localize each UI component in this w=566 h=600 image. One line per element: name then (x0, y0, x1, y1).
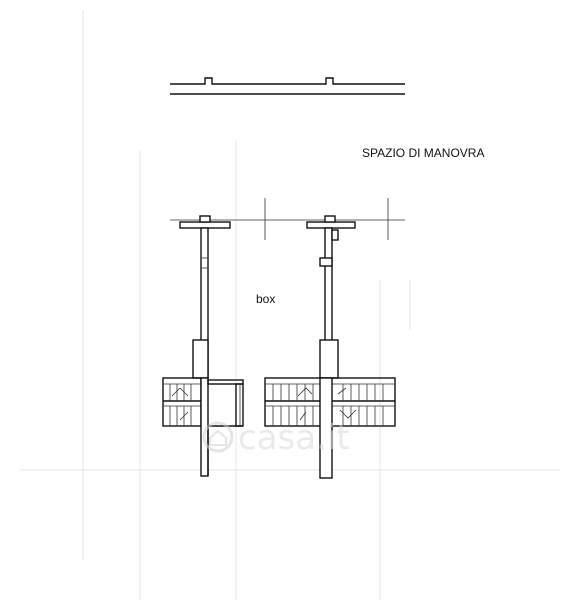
watermark-logo-icon (202, 421, 234, 453)
top-wall (170, 77, 405, 95)
left-wall (179, 215, 231, 379)
watermark-text: casa.it (238, 418, 350, 458)
maneuvering-area-label: SPAZIO DI MANOVRA (362, 146, 484, 160)
right-wall (306, 215, 356, 379)
stairwell-left (162, 377, 202, 427)
background-guides (20, 10, 560, 600)
room-label: box (256, 292, 275, 306)
watermark: casa.it (202, 418, 350, 458)
right-divider-wall (319, 377, 333, 479)
